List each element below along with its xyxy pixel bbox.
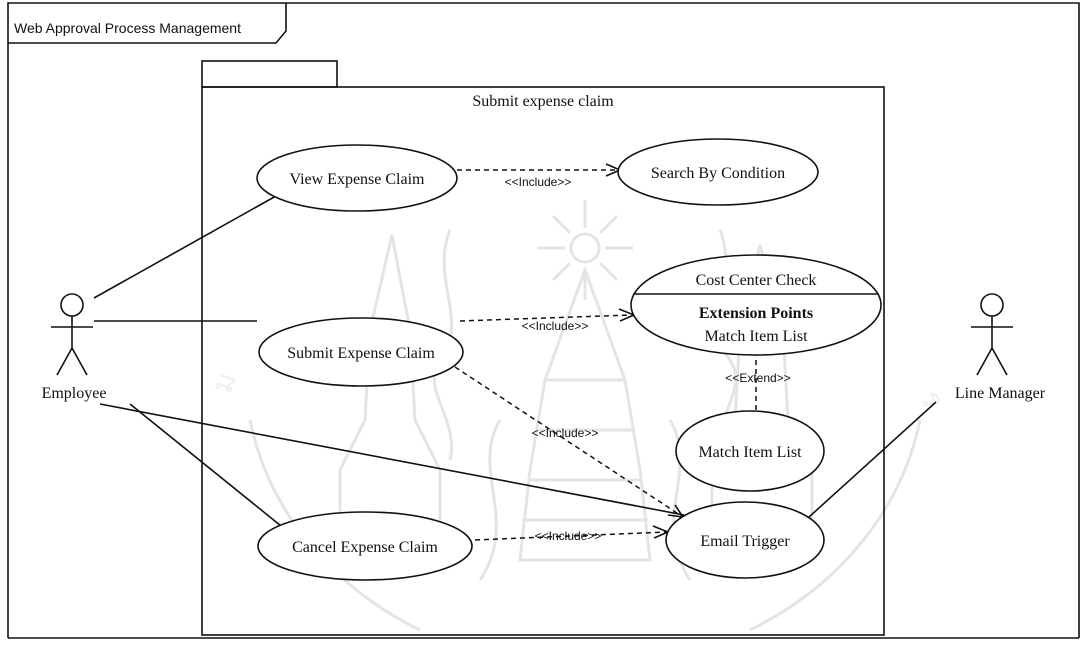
use-case-label: Search By Condition bbox=[651, 165, 785, 182]
use-case-label: View Expense Claim bbox=[289, 171, 425, 188]
actor-employee[interactable]: Employee bbox=[42, 293, 107, 402]
package: Submit expense claim bbox=[201, 60, 885, 636]
actor-label: Employee bbox=[42, 385, 107, 402]
include-cancel-email bbox=[474, 531, 667, 541]
use-case-email-trigger[interactable]: Email Trigger bbox=[665, 501, 825, 579]
package-title: Submit expense claim bbox=[472, 93, 614, 110]
extension-points-heading: Extension Points bbox=[699, 305, 813, 322]
svg-text:ม: ม bbox=[206, 368, 244, 398]
extension-point-item: Match Item List bbox=[704, 328, 808, 345]
use-case-submit-expense-claim[interactable]: Submit Expense Claim bbox=[258, 317, 464, 387]
use-case-cost-center-check[interactable]: Cost Center Check Extension Points Match… bbox=[630, 254, 882, 356]
associations bbox=[93, 195, 937, 531]
frame-title: Web Approval Process Management bbox=[14, 20, 241, 36]
assoc-employee-view bbox=[93, 195, 277, 299]
stick-figure-icon bbox=[51, 293, 93, 376]
include-submit-email bbox=[454, 366, 684, 518]
label-include-submit-cost: <<Include>> bbox=[522, 319, 589, 333]
use-case-label: Match Item List bbox=[698, 444, 802, 461]
use-case-label: Cost Center Check bbox=[696, 272, 817, 289]
use-case-search-by-condition[interactable]: Search By Condition bbox=[617, 138, 819, 206]
stick-figure-icon bbox=[971, 293, 1013, 376]
actor-line-manager[interactable]: Line Manager bbox=[955, 293, 1046, 402]
label-include-cancel-email: <<Include>> bbox=[535, 529, 602, 543]
system-frame: Web Approval Process Management bbox=[7, 2, 1080, 639]
use-case-label: Email Trigger bbox=[700, 533, 790, 550]
use-case-label: Cancel Expense Claim bbox=[292, 539, 438, 556]
include-submit-cost bbox=[459, 314, 632, 322]
label-include-submit-email: <<Include>> bbox=[532, 426, 599, 440]
actor-label: Line Manager bbox=[955, 385, 1046, 402]
use-case-label: Submit Expense Claim bbox=[287, 345, 435, 362]
assoc-linemanager-email bbox=[808, 401, 937, 518]
assoc-employee-cancel bbox=[129, 403, 287, 531]
use-case-view-expense-claim[interactable]: View Expense Claim bbox=[256, 144, 458, 212]
label-extend-match-cost: <<Extend>> bbox=[725, 371, 790, 385]
svg-text:ร: ร bbox=[913, 386, 950, 412]
stereotype-labels: <<Include>> <<Include>> <<Extend>> <<Inc… bbox=[505, 175, 791, 543]
use-case-cancel-expense-claim[interactable]: Cancel Expense Claim bbox=[257, 511, 473, 581]
assoc-employee-email bbox=[99, 403, 685, 516]
label-include-view-search: <<Include>> bbox=[505, 175, 572, 189]
use-case-match-item-list[interactable]: Match Item List bbox=[675, 410, 825, 492]
